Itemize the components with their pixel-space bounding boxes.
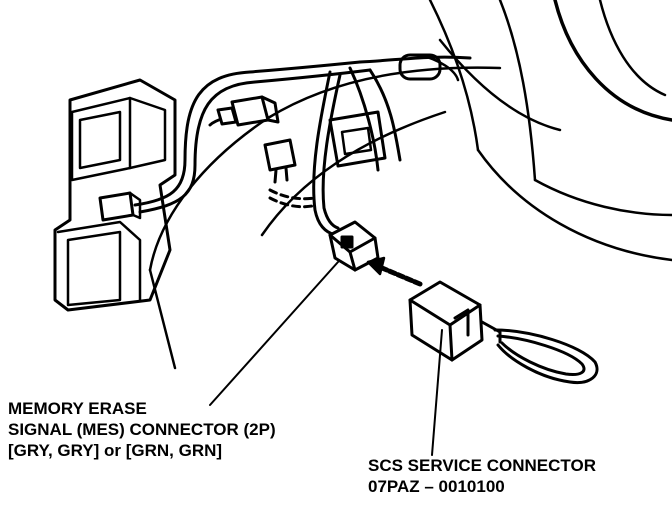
scs-label-line2: 07PAZ – 0010100	[368, 477, 505, 496]
scs-connector-label: SCS SERVICE CONNECTOR 07PAZ – 0010100	[368, 455, 596, 497]
relay-block	[263, 138, 317, 209]
mes-connector-label: MEMORY ERASE SIGNAL (MES) CONNECTOR (2P)…	[8, 398, 276, 461]
harness-connector	[216, 95, 280, 127]
mes-label-line2: SIGNAL (MES) CONNECTOR (2P)	[8, 420, 276, 439]
dashboard-panel	[148, 0, 672, 370]
wire-harness	[133, 55, 472, 237]
scs-label-line1: SCS SERVICE CONNECTOR	[368, 456, 596, 475]
mes-label-line1: MEMORY ERASE	[8, 399, 147, 418]
leader-lines	[209, 261, 443, 456]
mes-label-line3: [GRY, GRY] or [GRN, GRN]	[8, 441, 223, 460]
fuse-box	[53, 78, 177, 312]
scs-connector-shape	[408, 280, 599, 385]
mes-connector-shape	[328, 220, 380, 272]
insert-arrow	[366, 256, 423, 287]
